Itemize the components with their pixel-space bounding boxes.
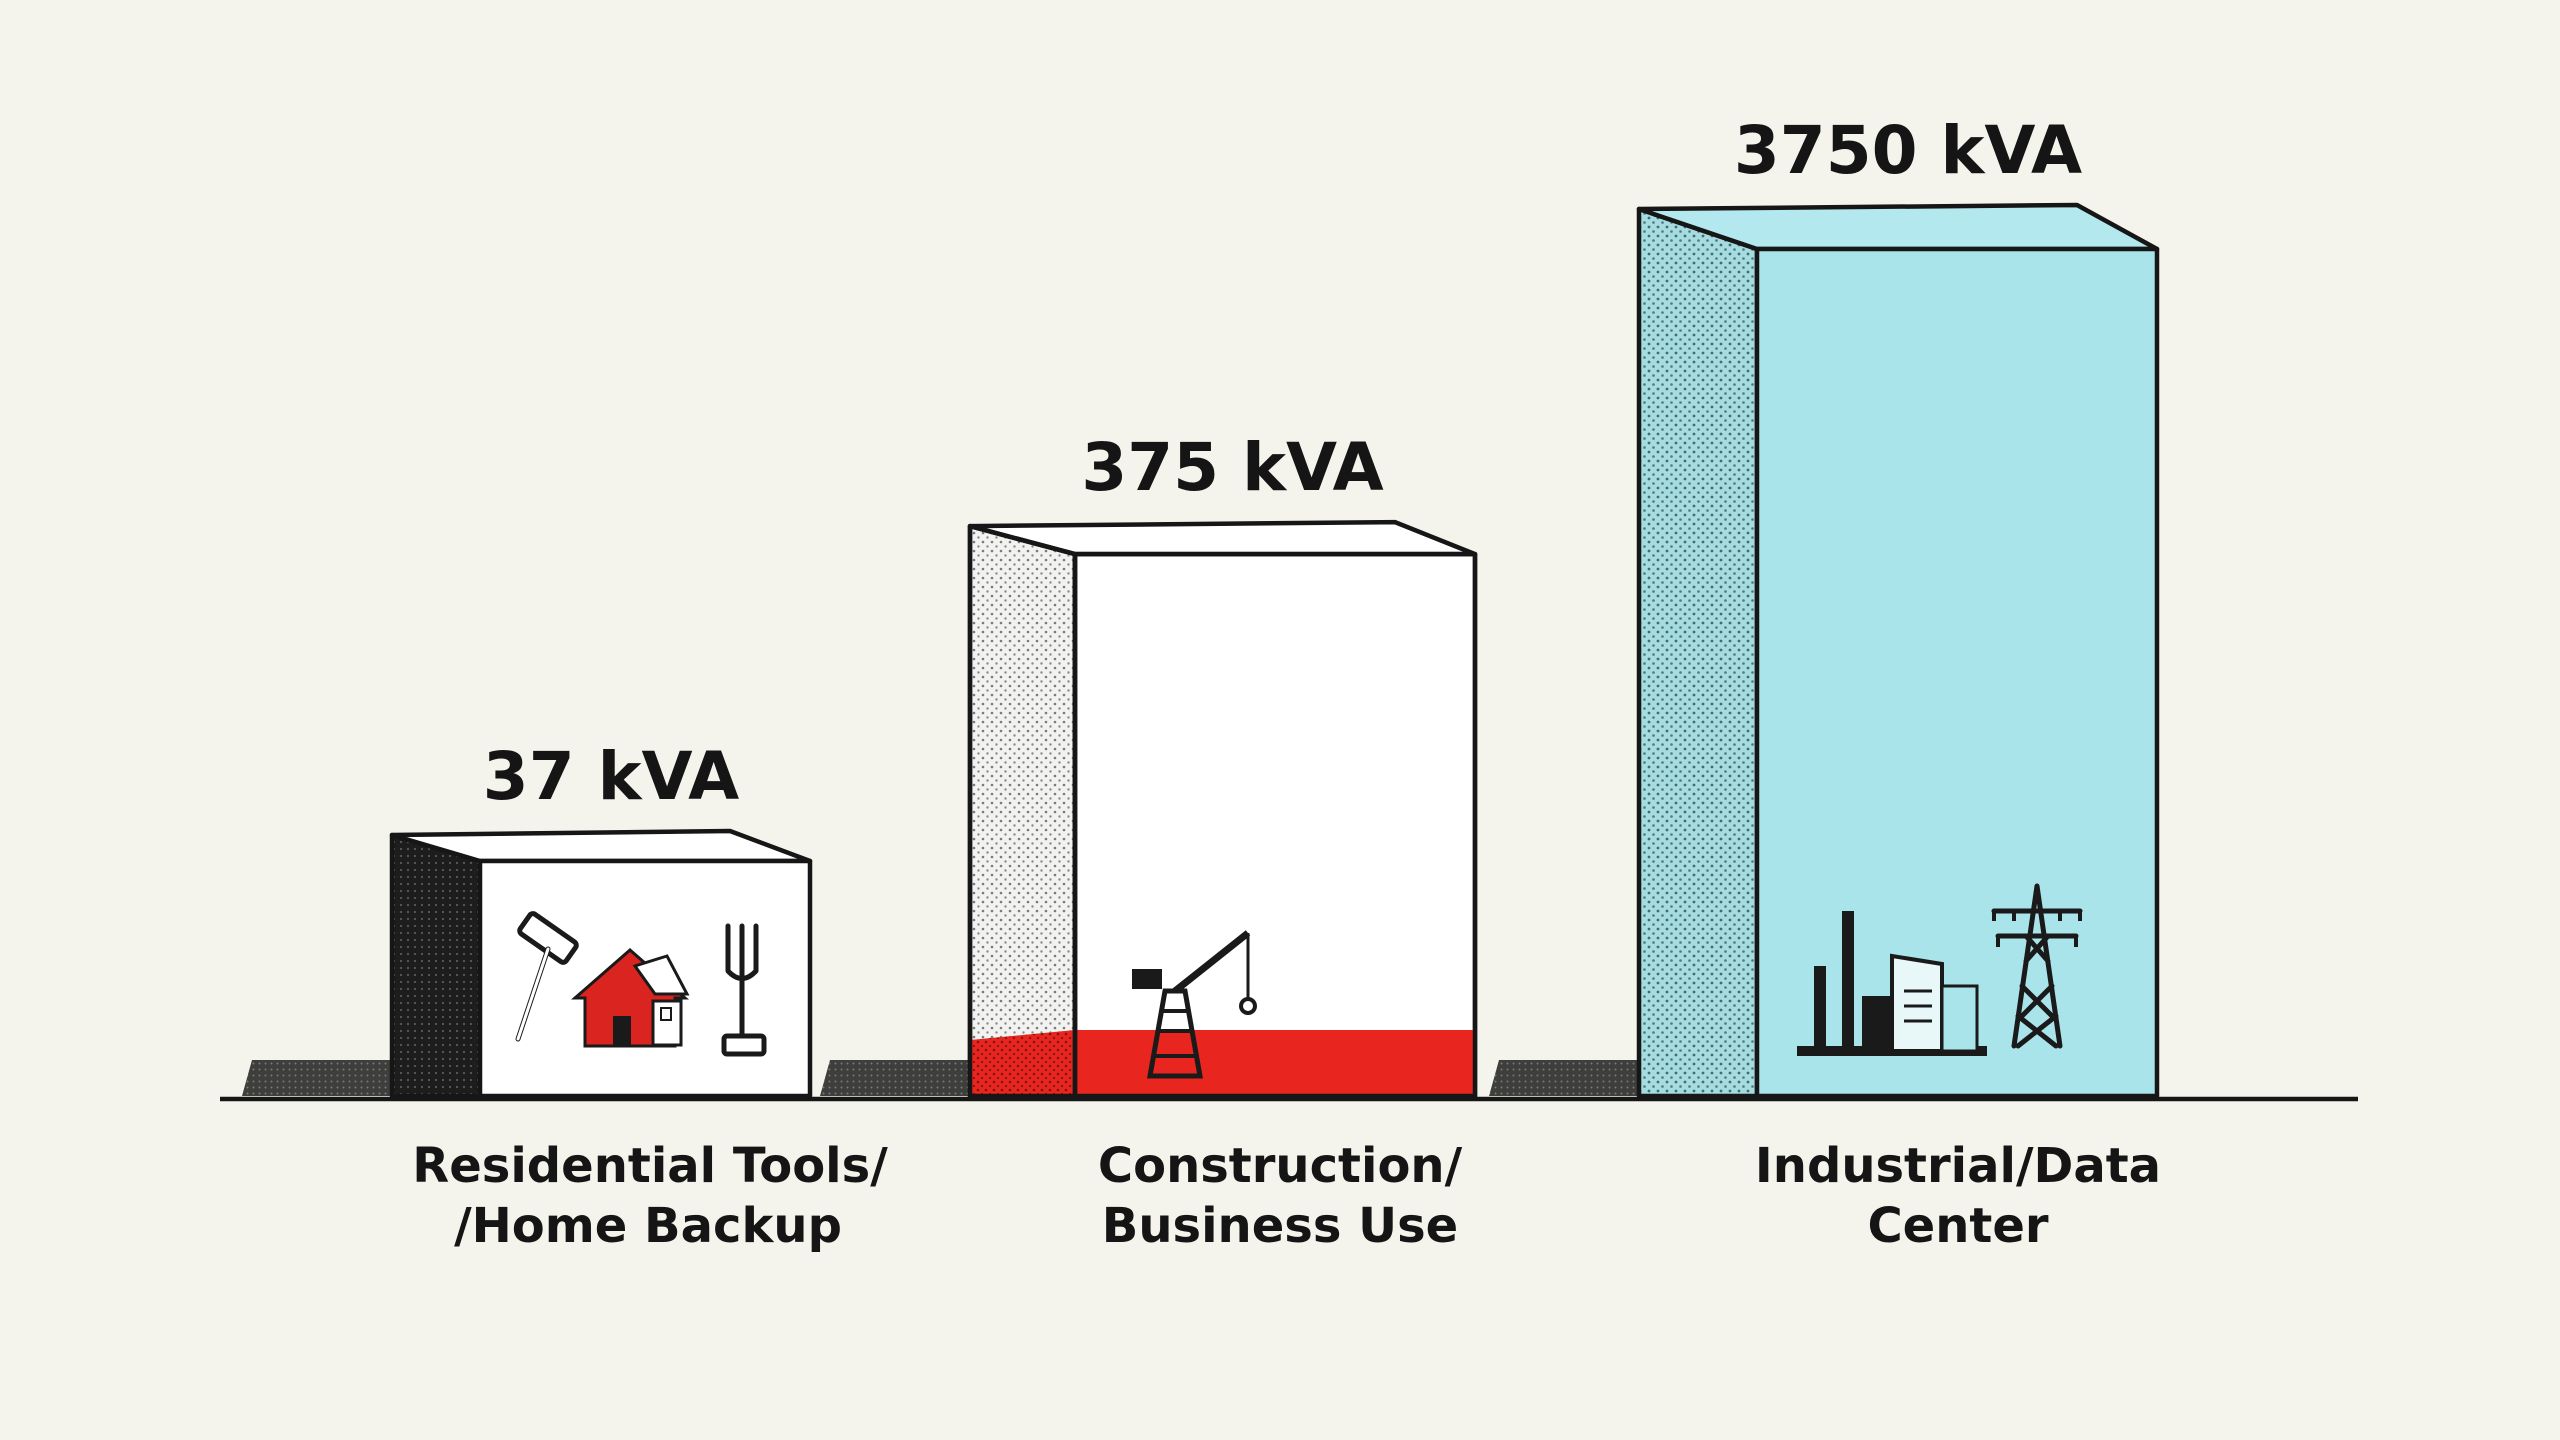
value-label-0: 37 kVA: [483, 738, 739, 815]
bar-accent-side: [970, 1030, 1075, 1096]
factory-icon: [1797, 911, 1987, 1056]
category-label-1-line-0: Construction/: [1098, 1138, 1463, 1194]
bar-side-face: [389, 832, 483, 1099]
bar-accent-fill: [1075, 1030, 1475, 1096]
category-labels: Residential Tools//Home Backup Constructi…: [412, 1138, 2161, 1254]
value-label-2: 3750 kVA: [1734, 112, 2082, 189]
bar-1: [967, 519, 1478, 1099]
category-label-0-line-0: Residential Tools/: [412, 1138, 888, 1194]
fork-icon: [721, 923, 767, 1057]
bar-0: [389, 828, 813, 1099]
crane-icon: [1132, 930, 1257, 1079]
value-label-1: 375 kVA: [1081, 429, 1383, 506]
value-labels: 37 kVA 375 kVA 3750 kVA: [483, 112, 2082, 815]
bar-2: [1636, 202, 2160, 1099]
bar-side-outline: [967, 523, 1078, 1099]
bar-front-face: [1754, 246, 2160, 1099]
house-icon: [571, 948, 690, 1048]
category-label-0-line-1: /Home Backup: [454, 1198, 842, 1254]
bar-front-face: [1072, 551, 1478, 1099]
category-label-2-line-0: Industrial/Data: [1755, 1138, 2161, 1194]
category-label-1-line-1: Business Use: [1102, 1198, 1458, 1254]
bars: [389, 202, 2160, 1099]
bar-side-face: [1636, 206, 1760, 1099]
hammer-icon: [515, 911, 579, 1042]
category-label-2-line-1: Center: [1867, 1198, 2048, 1254]
transmission-tower-icon: [1991, 883, 2083, 1049]
bar-side-face: [967, 523, 1078, 1099]
